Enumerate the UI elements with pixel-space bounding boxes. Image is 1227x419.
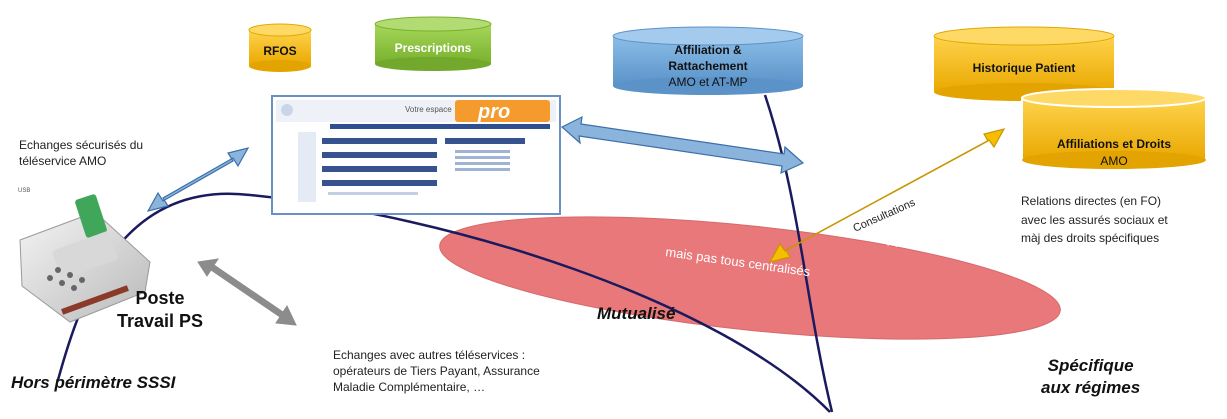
historique-label: Historique Patient (973, 61, 1076, 75)
portal-screenshot: Votre espace pro (271, 95, 561, 215)
arrow-terminal-other (197, 258, 297, 326)
portal-brand: pro (477, 101, 510, 123)
affdroits-label-1: Affiliations et Droits (1057, 137, 1171, 151)
echanges-secu-label: Echanges sécurisés du téléservice AMO (19, 138, 144, 169)
consultations-label: Consultations (851, 196, 917, 234)
arrow-engine-droits (768, 128, 1006, 263)
echanges-autres-label: Echanges avec autres téléservices : opér… (333, 348, 540, 395)
svg-text:USB: USB (18, 188, 30, 194)
rfos-label: RFOS (263, 44, 296, 58)
affiliation-label-3: AMO et AT-MP (668, 75, 747, 89)
historique-database: Historique Patient (933, 26, 1115, 101)
affiliation-label-1: Affiliation & (674, 43, 742, 57)
arrow-terminal-portal (146, 147, 250, 212)
portal-logo-icon (281, 104, 293, 116)
affiliation-database: Affiliation & Rattachement AMO et AT-MP (612, 26, 804, 95)
mutualise-label: Mutualisé (597, 304, 676, 323)
affdroits-label-2: AMO (1100, 154, 1127, 168)
portal-title: Votre espace (405, 105, 452, 114)
poste-travail-label: Poste Travail PS (116, 288, 204, 331)
prescriptions-label: Prescriptions (395, 41, 472, 55)
card-terminal-icon: USB (18, 188, 151, 323)
specifique-label: Spécifique aux régimes (1041, 356, 1141, 398)
affiliation-line (763, 94, 834, 413)
rfos-database: RFOS (248, 23, 312, 72)
affdroits-database: Affiliations et Droits AMO (1021, 88, 1207, 169)
arrow-portal-engine (560, 115, 805, 174)
affiliation-label-2: Rattachement (668, 59, 747, 73)
billing-engine-ellipse (439, 216, 1061, 340)
prescriptions-database: Prescriptions (374, 16, 492, 71)
relations-directes-label: Relations directes (en FO) avec les assu… (1021, 194, 1168, 246)
hors-perimetre-label: Hors périmètre SSSI (11, 373, 176, 392)
